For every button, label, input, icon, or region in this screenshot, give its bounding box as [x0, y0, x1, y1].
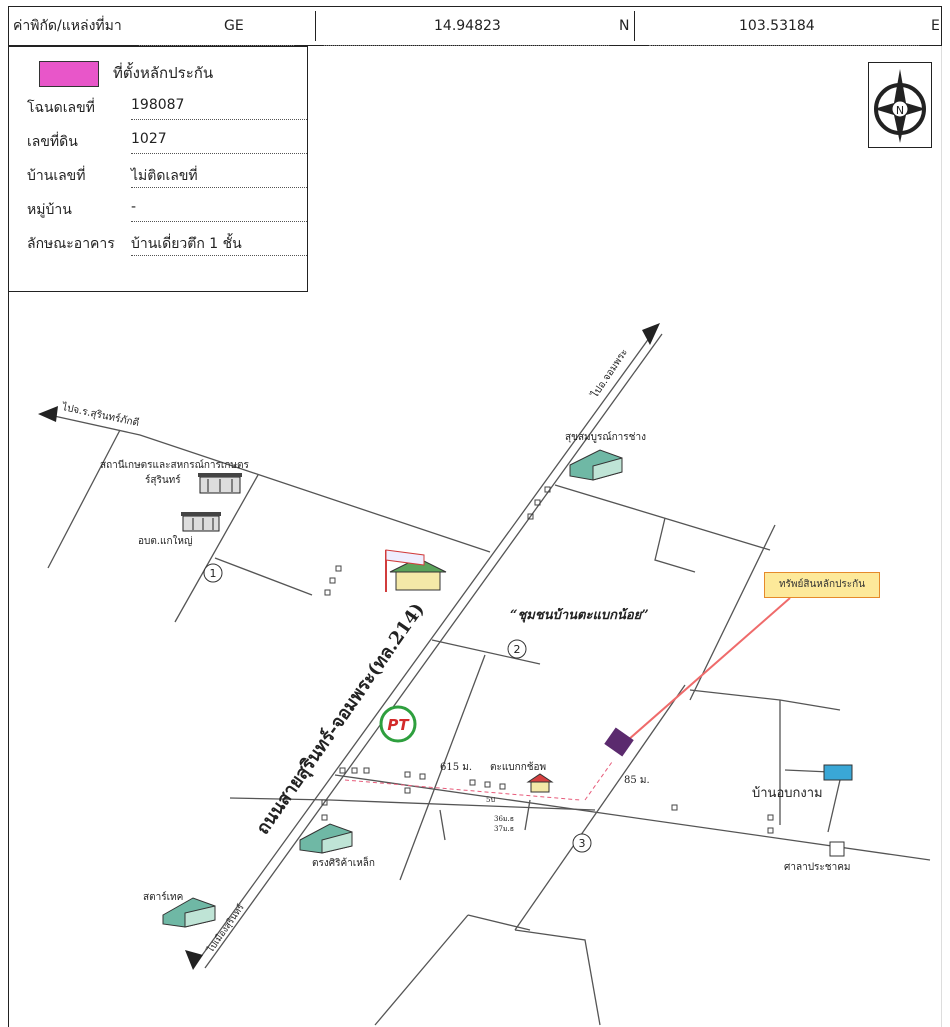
- arrow-left-icon: [38, 406, 58, 422]
- shop-label-3: สตาร์เทค: [143, 892, 184, 903]
- longitude-value: 103.53184: [739, 18, 815, 34]
- hall-icon: [829, 841, 845, 857]
- collateral-swatch: [39, 61, 99, 87]
- collateral-legend-label: ที่ตั้งหลักประกัน: [113, 64, 214, 82]
- coordinate-source: GE: [224, 18, 244, 34]
- road-south: [514, 684, 686, 931]
- pin-callout-line: [627, 597, 791, 741]
- road-soi-1: [214, 557, 313, 596]
- distance-dashed-2: [584, 761, 613, 801]
- shop-house-icon: [526, 773, 554, 793]
- road-west-lower: [229, 797, 596, 811]
- info-row-deed: โฉนดเลขที่ 198087: [27, 93, 307, 120]
- collateral-callout-label: ทรัพย์สินหลักประกัน: [764, 572, 880, 598]
- building-blue-icon: [823, 764, 853, 781]
- village: -: [131, 199, 137, 215]
- building-icon: [198, 473, 242, 494]
- school-label: อบต.แกใหญ่: [138, 536, 193, 547]
- road-short-3: [784, 769, 831, 773]
- station-label: สถานีเกษตรและสหกรณ์การเกษตร: [100, 460, 249, 471]
- latitude-underline: [324, 45, 609, 46]
- road-south-soi: [399, 654, 486, 881]
- warehouse-icon: [299, 823, 353, 854]
- coordinate-label: ค่าพิกัด/แหล่งที่มา: [13, 18, 122, 34]
- warehouse-icon: [569, 449, 623, 481]
- house-icon: [385, 549, 447, 592]
- market-label: ตะแบกกช้อพ: [490, 762, 547, 773]
- road-west-branch: [47, 429, 121, 569]
- longitude-suffix: E: [931, 18, 940, 34]
- point-2-label: 2: [514, 643, 521, 656]
- arrow-top-icon: [642, 323, 660, 345]
- community-label: “ชุมชนบ้านตะแบกน้อย”: [510, 608, 649, 623]
- warehouse-icon: [162, 897, 216, 928]
- road-east-2: [689, 689, 841, 711]
- source-underline: [139, 45, 294, 46]
- latitude-value: 14.94823: [434, 18, 501, 34]
- road-northwest: [44, 413, 491, 553]
- latitude-suffix: N: [619, 18, 630, 34]
- north-compass: N: [868, 62, 932, 148]
- collateral-location-marker[interactable]: [604, 727, 634, 757]
- to-surin-phakdi-label: ไปจ.ร.สุรินทร์ภักดี: [60, 401, 140, 429]
- road-west-branch-2: [174, 474, 259, 623]
- deed-number: 198087: [131, 97, 185, 113]
- point-3-marker: [572, 833, 592, 853]
- arrow-bottom-icon: [185, 950, 203, 970]
- coordinate-header: ค่าพิกัด/แหล่งที่มา GE 14.94823 N 103.53…: [8, 6, 942, 46]
- road-east-short: [827, 779, 841, 833]
- road-soi-2: [431, 639, 541, 665]
- road-south-end: [514, 929, 601, 1026]
- house-number: ไม่ติดเลขที่: [131, 168, 198, 184]
- station-label-2: ร์สุรินทร์: [145, 475, 181, 486]
- shop-label-2: ตรงศิริค้าเหล็ก: [312, 858, 375, 869]
- main-highway-edge: [204, 333, 663, 969]
- small-label-3: 37ม.ธ: [494, 825, 515, 833]
- info-row-village: หมู่บ้าน -: [27, 195, 307, 222]
- info-row-house-number: บ้านเลขที่ ไม่ติดเลขที่: [27, 161, 307, 188]
- header-divider: [315, 11, 316, 41]
- village-east-label: บ้านอบกงาม: [752, 786, 823, 801]
- small-label-1: 5ป: [486, 796, 495, 804]
- road-short-2: [524, 799, 531, 831]
- road-east-spur: [654, 517, 696, 573]
- map-frame: [8, 46, 942, 1027]
- property-info-box: ที่ตั้งหลักประกัน โฉนดเลขที่ 198087 เลขท…: [8, 46, 308, 292]
- svg-text:PT: PT: [387, 716, 410, 734]
- compass-letter: N: [896, 104, 904, 117]
- road-northeast: [689, 524, 776, 701]
- small-label-2: 36ม.ธ: [494, 815, 515, 823]
- compass-icon: N: [874, 69, 926, 143]
- point-1-label: 1: [210, 567, 217, 580]
- header-divider: [634, 11, 635, 41]
- road-east-1: [554, 484, 771, 551]
- info-row-land-number: เลขที่ดิน 1027: [27, 127, 307, 154]
- school-building-icon: [181, 512, 221, 532]
- distance-dashed-1: [344, 779, 581, 801]
- hall-label: ศาลาประชาคม: [784, 862, 851, 873]
- pt-station-logo: PT: [379, 705, 417, 743]
- main-highway-edge: [194, 329, 656, 966]
- shop-label-1: สุขสมบูรณ์การช่าง: [565, 432, 646, 443]
- road-southwest: [374, 914, 469, 1026]
- point-3-label: 3: [579, 837, 586, 850]
- info-row-building-type: ลักษณะอาคาร บ้านเดี่ยวตึก 1 ชั้น: [27, 229, 307, 256]
- point-2-marker: [507, 639, 527, 659]
- land-number: 1027: [131, 131, 167, 147]
- road-south-link: [467, 914, 531, 931]
- longitude-underline: [649, 45, 919, 46]
- point-1-marker: [203, 563, 223, 583]
- distance-label-85: 85 ม.: [624, 775, 650, 786]
- building-type: บ้านเดี่ยวตึก 1 ชั้น: [131, 236, 242, 252]
- road-short: [439, 809, 446, 841]
- distance-label-615: 615 ม.: [440, 762, 473, 773]
